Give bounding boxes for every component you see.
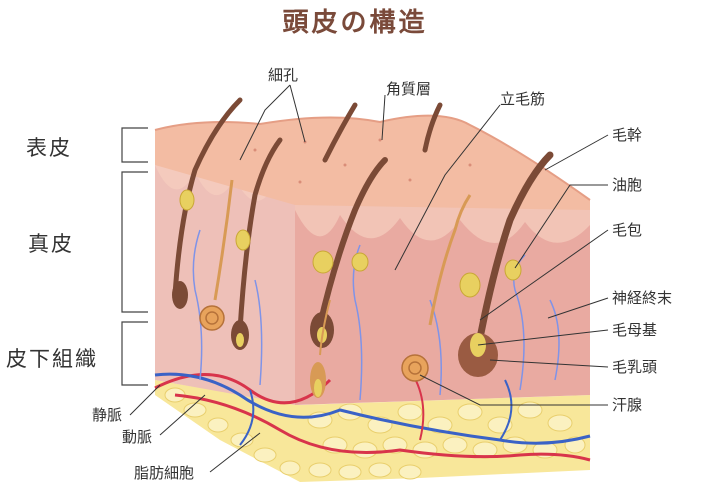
leader-lines <box>129 84 609 473</box>
layer-label-epidermis: 表皮 <box>26 136 72 160</box>
label-arrector-pili: 立毛筋 <box>500 90 546 108</box>
label-hair-follicle: 毛包 <box>612 221 643 239</box>
blood-vessels <box>154 369 591 462</box>
dermis-front-face <box>295 200 590 405</box>
label-nerve-ending: 神経終末 <box>612 289 673 307</box>
dermis-left-face <box>155 160 295 405</box>
label-hair-shaft: 毛幹 <box>612 126 643 144</box>
label-fat-cells: 脂肪細胞 <box>134 464 195 482</box>
epidermis-top <box>155 115 590 210</box>
hair-follicles <box>172 97 554 398</box>
layer-label-subcutis: 皮下組織 <box>6 347 98 371</box>
label-artery: 動脈 <box>122 428 153 446</box>
label-sebaceous-gland: 油胞 <box>612 176 643 194</box>
label-sweat-gland: 汗腺 <box>612 396 643 414</box>
label-hair-matrix: 毛母基 <box>612 321 658 339</box>
sweat-glands <box>199 305 429 382</box>
label-vein: 静脈 <box>92 406 123 424</box>
layer-label-dermis: 真皮 <box>28 232 74 256</box>
label-stratum-corneum: 角質層 <box>386 80 432 98</box>
diagram-title: 頭皮の構造 <box>282 8 428 38</box>
label-pore: 細孔 <box>268 66 299 84</box>
label-dermal-papilla: 毛乳頭 <box>612 358 658 376</box>
layer-brackets <box>121 127 148 386</box>
